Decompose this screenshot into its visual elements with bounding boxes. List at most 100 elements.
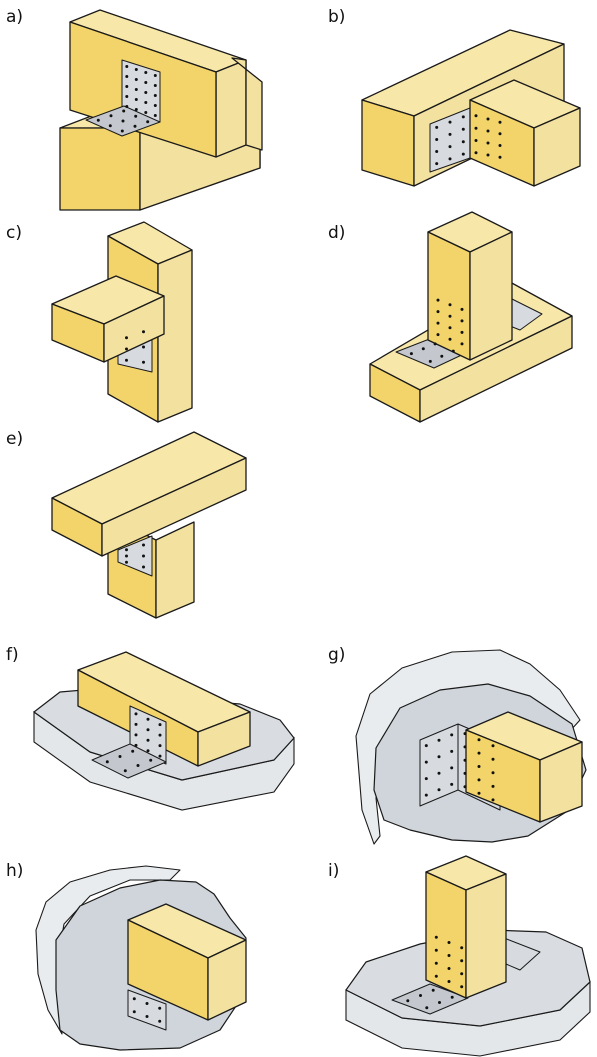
- nail-hole: [450, 749, 454, 753]
- nail-hole: [435, 150, 439, 153]
- nail-hole: [463, 732, 467, 736]
- nail-hole: [435, 125, 439, 129]
- nail-hole: [409, 352, 413, 356]
- nail-hole: [463, 785, 467, 789]
- panel-f: f): [6, 645, 295, 811]
- nail-hole: [463, 758, 467, 762]
- nail-hole: [450, 995, 454, 999]
- nail-hole: [424, 777, 428, 781]
- nail-hole: [437, 738, 441, 742]
- nail-hole: [491, 798, 495, 802]
- nail-hole: [434, 935, 438, 939]
- nail-hole: [460, 342, 464, 346]
- nail-hole: [433, 342, 437, 346]
- nail-hole: [125, 554, 128, 558]
- nail-hole: [120, 129, 124, 133]
- nail-hole: [131, 749, 135, 753]
- nail-hole: [134, 743, 138, 747]
- nail-hole: [118, 755, 122, 758]
- nail-hole: [436, 333, 440, 337]
- nail-hole: [145, 1015, 149, 1018]
- panel-label-i: i): [328, 861, 339, 881]
- nail-hole: [134, 108, 138, 111]
- nail-hole: [105, 760, 109, 764]
- nail-hole: [158, 744, 162, 748]
- panel-a: a): [6, 7, 263, 211]
- nail-hole: [460, 319, 464, 323]
- nail-hole: [146, 749, 150, 753]
- nail-hole: [460, 330, 464, 334]
- nail-hole: [477, 751, 481, 755]
- nail-hole: [447, 954, 451, 957]
- nail-hole: [474, 126, 478, 130]
- nail-hole: [424, 793, 428, 797]
- nail-hole: [125, 105, 129, 108]
- nail-hole: [491, 771, 495, 775]
- nail-hole: [134, 68, 138, 71]
- nail-hole: [144, 91, 148, 94]
- nail-hole: [477, 765, 481, 768]
- nail-hole: [448, 145, 452, 149]
- panel-label-f: f): [6, 645, 19, 665]
- nail-hole: [461, 140, 465, 144]
- nail-hole: [134, 88, 138, 91]
- panel-i: i): [328, 855, 591, 1057]
- nail-hole: [142, 330, 145, 334]
- nail-hole: [486, 117, 490, 121]
- nail-hole: [142, 345, 145, 349]
- nail-hole: [498, 144, 502, 147]
- nail-hole: [435, 162, 439, 166]
- nail-hole: [448, 120, 452, 124]
- nail-hole: [448, 326, 452, 330]
- nail-hole: [134, 98, 138, 101]
- nail-hole: [149, 758, 153, 762]
- nail-hole: [448, 314, 452, 318]
- bracket-holes: [96, 65, 502, 1023]
- post-i: [425, 855, 507, 999]
- nail-hole: [133, 124, 137, 128]
- panel-label-b: b): [328, 7, 345, 27]
- nail-hole: [144, 71, 148, 74]
- nail-hole: [474, 114, 478, 118]
- nail-hole: [96, 118, 100, 122]
- nail-hole: [436, 298, 440, 302]
- nail-hole: [460, 946, 464, 950]
- nail-hole: [425, 1006, 429, 1010]
- nail-hole: [122, 109, 126, 113]
- panel-label-h: h): [6, 861, 23, 881]
- nail-hole: [125, 336, 128, 340]
- nail-hole: [498, 120, 502, 124]
- panel-d: d): [328, 211, 573, 423]
- nail-hole: [431, 988, 435, 992]
- bracket-h: [127, 989, 167, 1031]
- nail-hole: [461, 115, 465, 119]
- nail-hole: [437, 788, 441, 792]
- upright-post: [427, 211, 513, 361]
- nail-hole: [447, 941, 451, 944]
- nail-hole: [144, 81, 148, 84]
- nail-hole: [134, 722, 138, 726]
- nail-hole: [153, 74, 157, 77]
- nail-hole: [428, 359, 432, 363]
- nail-hole: [491, 744, 495, 748]
- nail-hole: [477, 791, 481, 795]
- nail-hole: [125, 75, 129, 78]
- panel-label-g: g): [328, 645, 345, 665]
- nail-hole: [125, 347, 128, 351]
- nail-hole: [142, 554, 145, 558]
- nail-hole: [447, 967, 451, 970]
- nail-hole: [477, 738, 481, 742]
- nail-hole: [146, 728, 150, 732]
- nail-hole: [438, 1001, 441, 1004]
- panel-label-e: e): [6, 429, 23, 449]
- nail-hole: [450, 766, 454, 770]
- nail-hole: [434, 961, 438, 965]
- nail-hole: [474, 151, 478, 155]
- nail-hole: [142, 565, 145, 569]
- nail-hole: [121, 119, 125, 123]
- nail-hole: [491, 757, 495, 761]
- nail-hole: [440, 354, 444, 358]
- nail-hole: [125, 65, 129, 68]
- nail-hole: [125, 358, 128, 362]
- panel-label-a: a): [6, 7, 23, 27]
